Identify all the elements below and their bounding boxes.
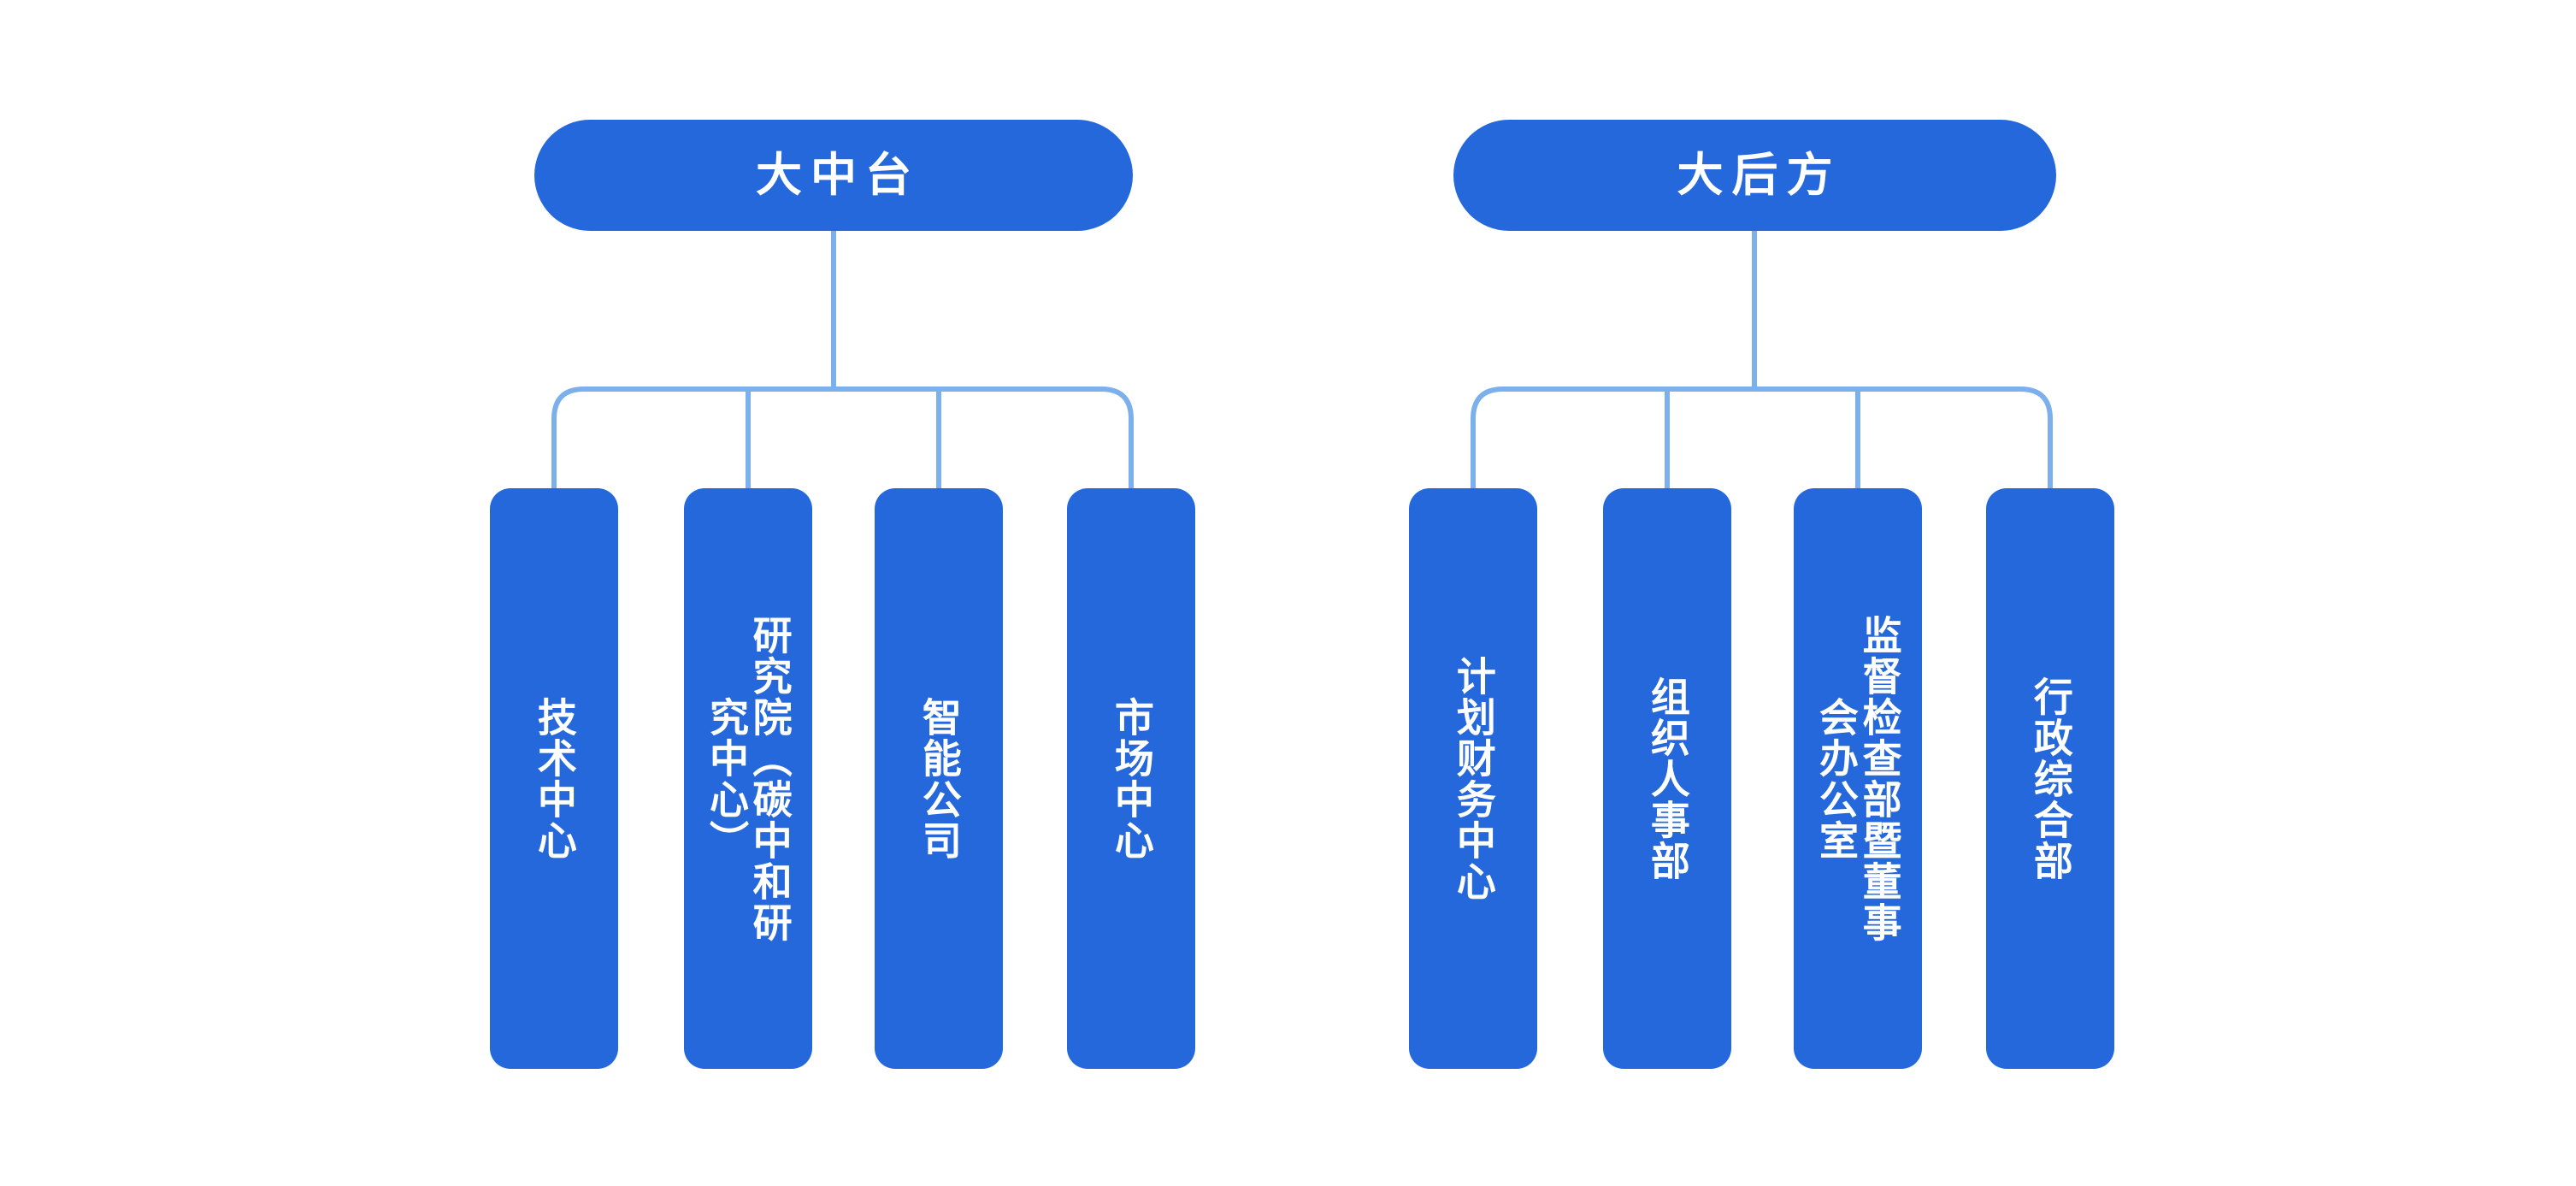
- node-finance-center-label: 计划财务中心: [1451, 655, 1496, 902]
- node-tech-center-label: 技术中心: [532, 696, 577, 861]
- node-finance-center[interactable]: 计划财务中心: [1409, 488, 1537, 1069]
- root-node-houfang[interactable]: 大后方: [1453, 120, 2056, 231]
- elbow-to-tech-center: [551, 386, 834, 488]
- node-supervision-office[interactable]: 监督检查部暨董事会办公室: [1794, 488, 1922, 1069]
- root-node-houfang-label: 大后方: [1677, 150, 1842, 201]
- node-market-center-label: 市场中心: [1109, 696, 1154, 861]
- node-hr-department[interactable]: 组织人事部: [1603, 488, 1731, 1069]
- node-hr-department-label: 组织人事部: [1645, 676, 1690, 882]
- node-smart-company[interactable]: 智能公司: [875, 488, 1003, 1069]
- root-node-zhongtai-label: 大中台: [756, 150, 920, 201]
- root-node-zhongtai[interactable]: 大中台: [534, 120, 1133, 231]
- elbow-to-admin-department: [1754, 386, 2053, 488]
- elbow-to-market-center: [834, 386, 1134, 488]
- node-research-institute[interactable]: 研究院（碳中和研究中心）: [684, 488, 812, 1069]
- node-tech-center[interactable]: 技术中心: [490, 488, 618, 1069]
- node-admin-department[interactable]: 行政综合部: [1986, 488, 2114, 1069]
- node-supervision-office-label: 监督检查部暨董事会办公室: [1814, 614, 1902, 943]
- connectors-group-zhongtai: [551, 231, 1134, 488]
- node-research-institute-label: 研究院（碳中和研究中心）: [704, 614, 793, 943]
- node-smart-company-label: 智能公司: [917, 696, 962, 861]
- node-admin-department-label: 行政综合部: [2028, 676, 2073, 882]
- connectors-group-houfang: [1471, 231, 2053, 488]
- node-market-center[interactable]: 市场中心: [1067, 488, 1195, 1069]
- elbow-to-finance-center: [1471, 386, 1754, 488]
